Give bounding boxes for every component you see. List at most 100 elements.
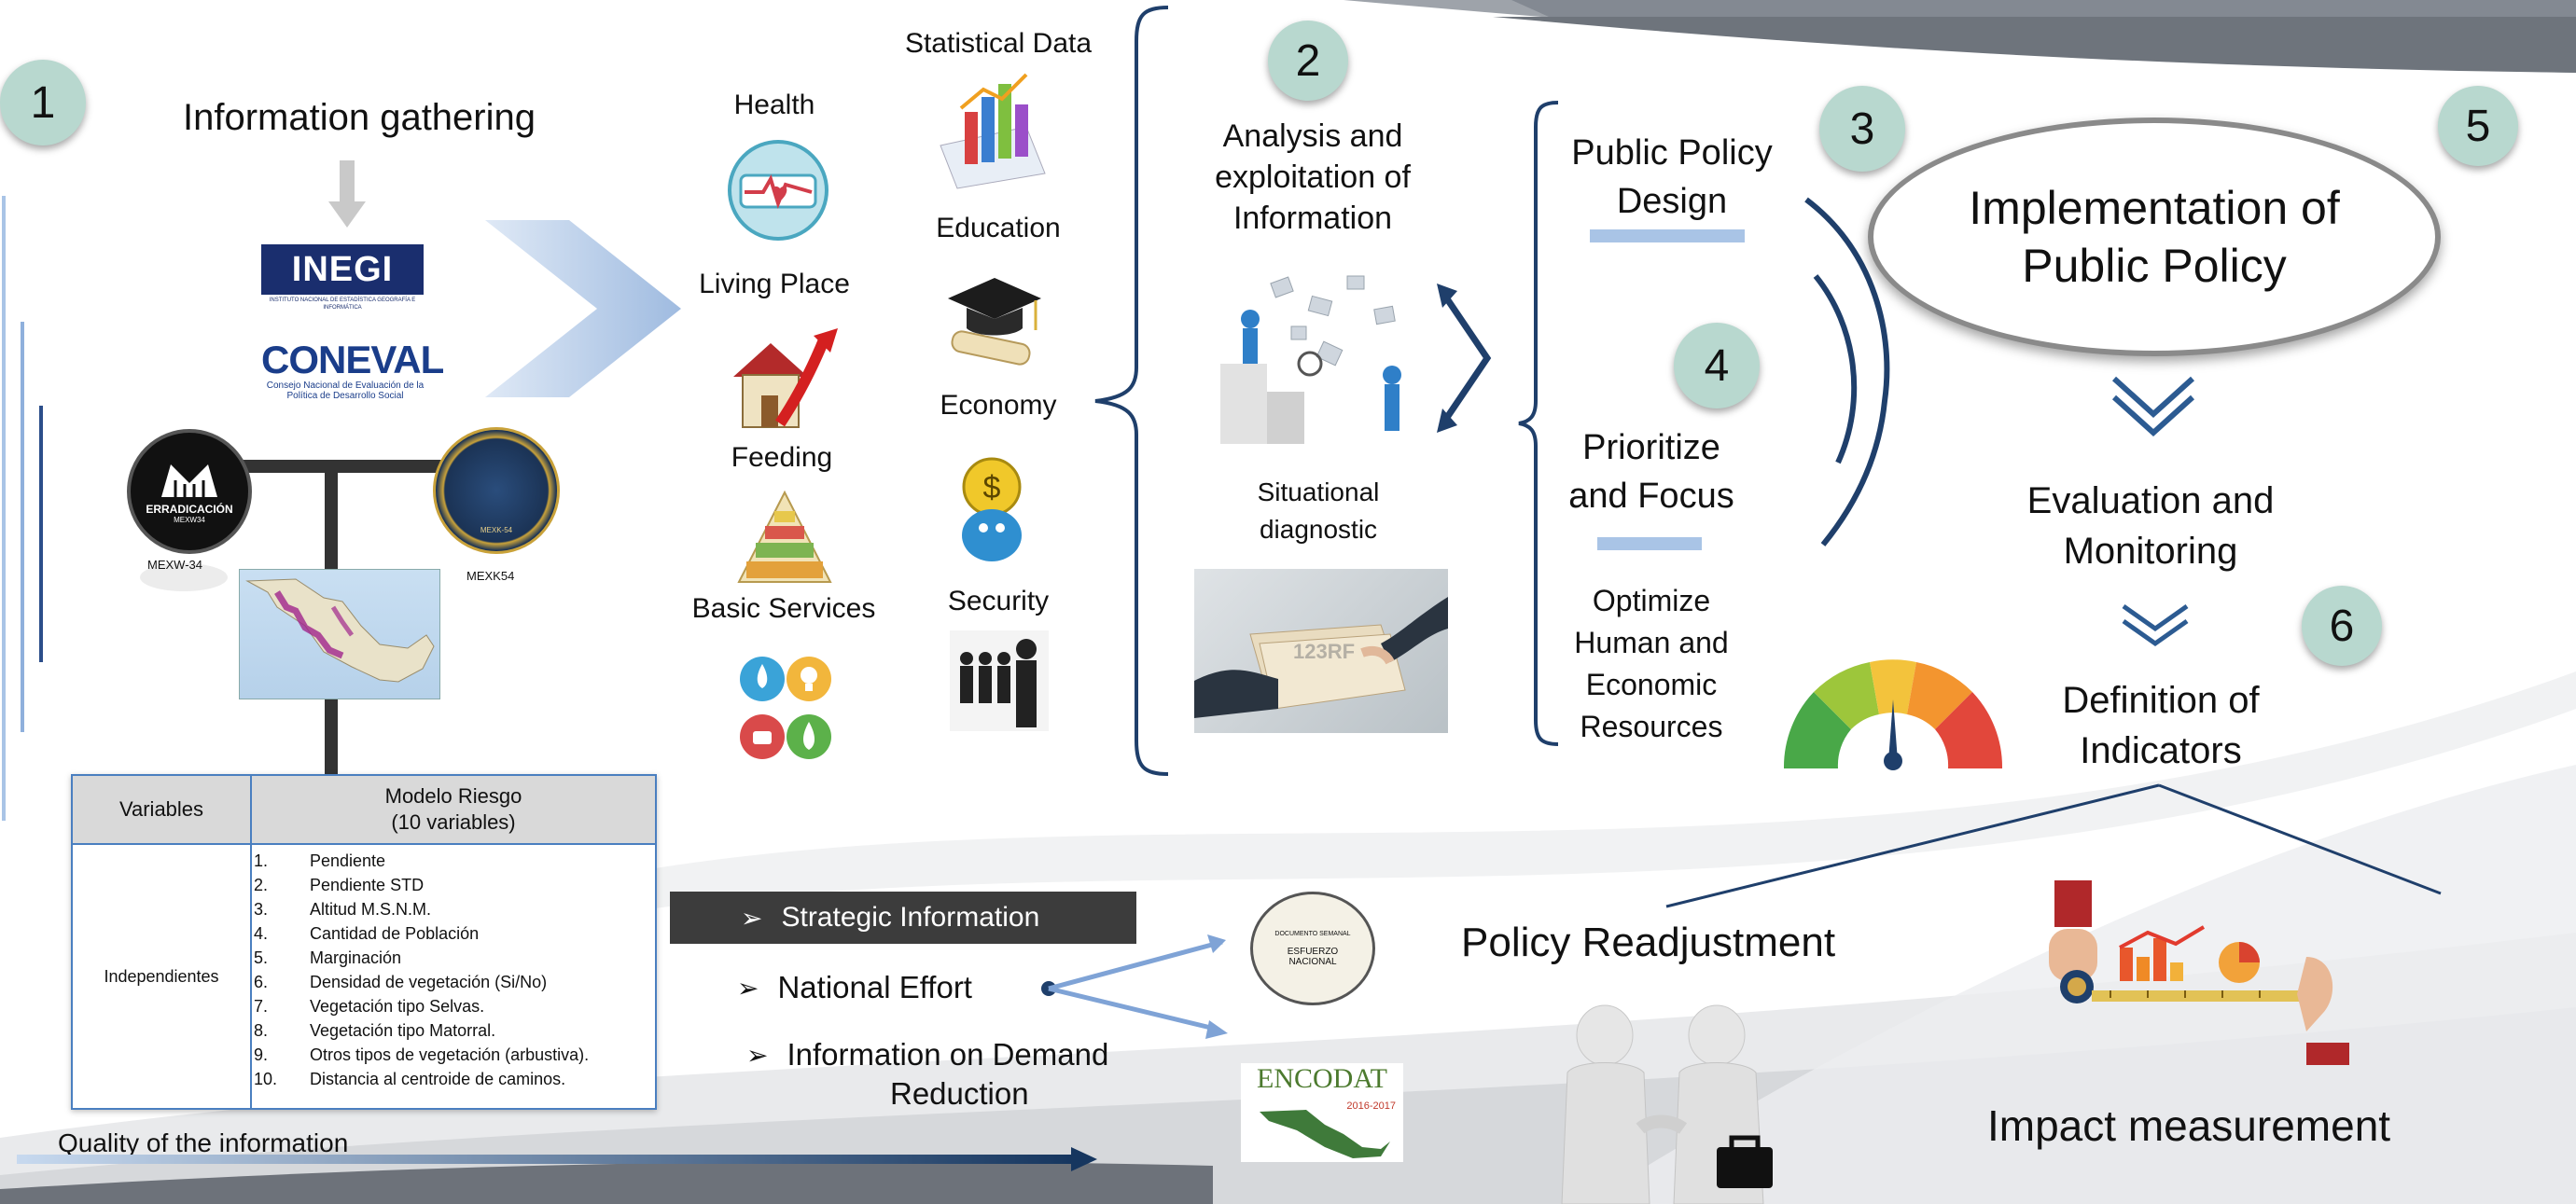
strategic-information-label: Strategic Information xyxy=(781,902,1040,933)
food-pyramid-icon xyxy=(737,490,832,583)
table-row-text: Densidad de vegetación (Si/No) xyxy=(310,973,548,991)
arc-connectors xyxy=(1804,197,1890,547)
health-icon xyxy=(728,140,828,241)
category-basic-services-label: Basic Services xyxy=(691,593,876,624)
inegi-logo-text: INEGI xyxy=(291,249,394,289)
table-row-text: Pendiente xyxy=(310,851,386,870)
double-arrow-icon xyxy=(1437,284,1492,433)
risk-model-table: Variables Modelo Riesgo (10 variables) I… xyxy=(71,774,657,1110)
chevron-arrow-icon xyxy=(485,220,681,397)
category-education-label: Education xyxy=(936,213,1061,243)
national-effort-bullet-icon: ➢ xyxy=(737,973,759,1003)
erradicacion-code: MEXW34 xyxy=(174,515,205,524)
table-row-number: 5. xyxy=(254,948,269,967)
roof-lines xyxy=(1665,783,2442,908)
esfuerzo-doc-line2: NACIONAL xyxy=(1288,956,1337,967)
category-security-label: Security xyxy=(947,586,1050,616)
table-row: 6. Densidad de vegetación (Si/No) xyxy=(254,970,655,994)
encodat-years: 2016-2017 xyxy=(1346,1100,1396,1112)
step-badge-6: 6 xyxy=(2302,586,2382,666)
encodat-document: ENCODAT 2016-2017 xyxy=(1241,1063,1403,1162)
down-arrow-icon xyxy=(328,160,366,228)
demand-reduction-bullet-icon: ➢ xyxy=(746,1040,769,1070)
table-row-text: Vegetación tipo Matorral. xyxy=(310,1021,496,1040)
table-row-label: Independientes xyxy=(71,843,252,1110)
step-badge-1: 1 xyxy=(0,60,86,145)
table-row-number: 10. xyxy=(254,1070,278,1088)
mexico-map-image xyxy=(239,569,440,699)
esfuerzo-nacional-document: DOCUMENTO SEMANAL ESFUERZO NACIONAL xyxy=(1250,892,1375,1005)
esfuerzo-doc-line1: ESFUERZO xyxy=(1287,946,1339,957)
table-variable-list: 1.Pendiente 2.Pendiente STD 3.Altitud M.… xyxy=(250,843,657,1110)
table-row-number: 8. xyxy=(254,1021,269,1040)
category-feeding-label: Feeding xyxy=(731,442,833,473)
impact-measurement-label: Impact measurement xyxy=(1987,1101,2391,1150)
step-badge-2: 2 xyxy=(1268,21,1348,101)
branch-arrows xyxy=(1041,934,1228,1039)
table-row-number: 2. xyxy=(254,876,269,894)
handshake-documents-photo: 123RF xyxy=(1194,569,1448,733)
implementation-label: Implementation of Public Policy xyxy=(1969,182,2340,292)
table-row-number: 4. xyxy=(254,924,269,943)
table-row-text: Otros tipos de vegetación (arbustiva). xyxy=(310,1045,590,1064)
table-header-model-line2: (10 variables) xyxy=(391,810,516,834)
table-row-text: Cantidad de Población xyxy=(310,924,480,943)
quality-of-information-label: Quality of the information xyxy=(58,1128,349,1157)
erradicacion-seal: ERRADICACIÓN MEXW34 xyxy=(127,429,252,554)
coneval-logo-subtitle: Consejo Nacional de Evaluación de la Pol… xyxy=(266,381,425,401)
strategic-information-banner: ➢ Strategic Information xyxy=(670,892,1136,944)
prioritize-underline xyxy=(1597,537,1702,550)
curly-brace xyxy=(1094,6,1169,776)
impact-measurement-image xyxy=(2049,880,2349,1065)
svg-text:$: $ xyxy=(983,470,1001,505)
table-row: 9. Otros tipos de vegetación (arbustiva). xyxy=(254,1043,655,1067)
stock-photo-watermark: 123RF xyxy=(1293,640,1356,663)
house-growth-icon xyxy=(733,328,838,428)
table-row: 5.Marginación xyxy=(254,946,655,970)
step-badge-5: 5 xyxy=(2438,86,2518,166)
table-row: 7.Vegetación tipo Selvas. xyxy=(254,994,655,1018)
category-living-place-label: Living Place xyxy=(699,269,850,299)
demand-reduction-label-line2: Reduction xyxy=(890,1076,1029,1111)
gauge-icon xyxy=(1783,659,2003,770)
table-row: 8. Vegetación tipo Matorral. xyxy=(254,1018,655,1043)
table-row-number: 9. xyxy=(254,1045,269,1064)
design-underline xyxy=(1590,229,1745,242)
table-row: 1.Pendiente xyxy=(254,849,655,873)
analysis-title: Analysis and exploitation of Information xyxy=(1215,118,1411,236)
table-row-number: 6. xyxy=(254,973,269,991)
table-row-text: Distancia al centroide de caminos. xyxy=(310,1070,566,1088)
table-row: 10. Distancia al centroide de caminos. xyxy=(254,1067,655,1091)
implementation-ellipse: Implementation of Public Policy xyxy=(1868,118,2441,356)
inegi-logo-subtitle: INSTITUTO NACIONAL DE ESTADÍSTICA GEOGRA… xyxy=(269,298,416,311)
encodat-title: ENCODAT xyxy=(1257,1063,1387,1094)
esfuerzo-doc-top: DOCUMENTO SEMANAL xyxy=(1274,930,1351,937)
graduation-cap-icon xyxy=(948,278,1041,366)
mexw-label: MEXW-34 xyxy=(147,558,202,572)
table-row: 3.Altitud M.S.N.M. xyxy=(254,897,655,921)
prioritize-focus-label: Prioritize and Focus xyxy=(1568,428,1734,516)
information-gathering-title: Information gathering xyxy=(182,97,536,138)
demand-reduction-label-line1: Information on Demand xyxy=(787,1037,1109,1072)
basic-services-icon xyxy=(740,657,831,759)
mexk-seal: MEXK-54 xyxy=(433,427,560,554)
mexk-seal-code: MEXK-54 xyxy=(480,526,513,534)
analysis-image xyxy=(1220,275,1401,444)
situational-diagnostic-label: Situational diagnostic xyxy=(1257,477,1380,544)
table-header-variables: Variables xyxy=(71,774,252,845)
public-policy-design-label: Public Policy Design xyxy=(1571,133,1773,221)
quality-arrow xyxy=(17,1147,1097,1171)
table-row-number: 3. xyxy=(254,900,269,919)
mexw-shadow xyxy=(140,563,228,591)
table-row: 2.Pendiente STD xyxy=(254,873,655,897)
optimize-resources-label: Optimize Human and Economic Resources xyxy=(1574,584,1729,743)
coneval-logo: CONEVAL Consejo Nacional de Evaluación d… xyxy=(261,338,444,410)
mexico-map-shape xyxy=(245,578,435,683)
chevron-down-small-icon xyxy=(2122,603,2189,647)
erradicacion-text: ERRADICACIÓN xyxy=(146,502,233,516)
table-row-number: 7. xyxy=(254,997,269,1016)
coneval-logo-text: CONEVAL xyxy=(261,338,444,381)
small-brace xyxy=(1518,101,1559,746)
demand-reduction-item: ➢ Information on Demand Reduction xyxy=(746,1037,1108,1112)
definition-indicators-label: Definition of Indicators xyxy=(2062,680,2260,771)
